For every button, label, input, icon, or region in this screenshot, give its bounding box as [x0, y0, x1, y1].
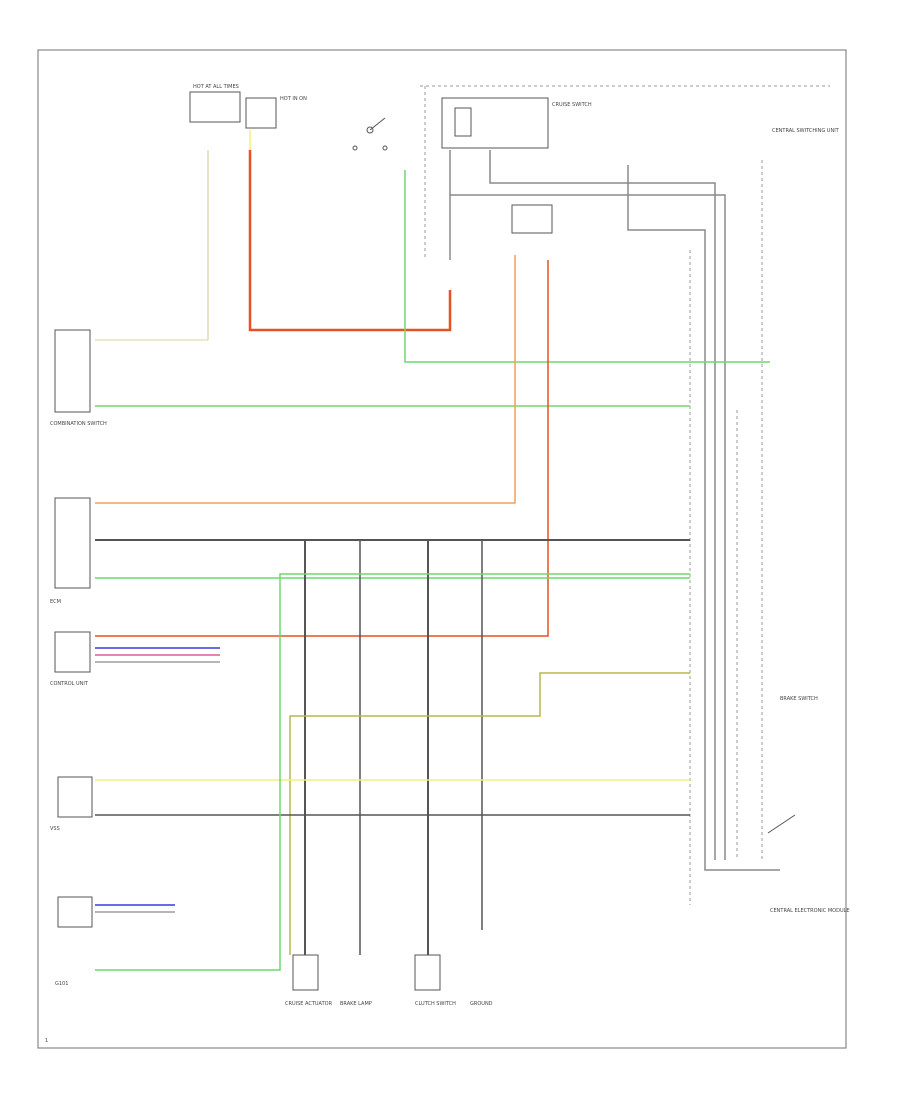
bottom-label-4: GROUND: [470, 1001, 493, 1007]
cruise-switch-internal: [454, 107, 472, 137]
vss-block: [57, 776, 93, 818]
ignition-switch-contact: [366, 126, 374, 134]
gray-wire-3: [489, 150, 716, 860]
ignition-switch-arm: [369, 117, 386, 131]
ignition-switch-contact-3: [382, 145, 388, 151]
brake-switch-label: BRAKE SWITCH: [780, 696, 818, 702]
ecm-block: [54, 497, 91, 589]
sensor-block: [57, 896, 93, 928]
control-unit-label: CONTROL UNIT: [50, 681, 89, 687]
bottom-label-2: BRAKE LAMP: [340, 1001, 372, 1007]
cruise-actuator: [292, 954, 319, 991]
red-wire-2: [95, 260, 549, 637]
ground-left-label: G101: [55, 981, 68, 987]
bottom-label-3: CLUTCH SWITCH: [415, 1001, 456, 1007]
bottom-label-1: CRUISE ACTUATOR: [285, 1001, 333, 1007]
combination-switch: [54, 329, 91, 413]
gray-wire-4: [627, 165, 780, 871]
clutch-switch: [414, 954, 441, 991]
green-wire-ign: [404, 170, 770, 363]
footer-label: 1: [45, 1038, 48, 1044]
brake-switch-arm: [767, 814, 796, 834]
cruise-switch-label: CRUISE SWITCH: [552, 102, 592, 108]
orange-wire: [95, 255, 516, 504]
ignition-switch-contact-2: [352, 145, 358, 151]
control-unit-block: [54, 631, 91, 673]
fuse-block-2: [245, 97, 277, 129]
combination-switch-label: COMBINATION SWITCH: [50, 421, 107, 427]
diagram-frame: [37, 49, 847, 1049]
right-top-label: CENTRAL SWITCHING UNIT: [772, 128, 840, 134]
vss-label: VSS: [50, 826, 60, 832]
ecm-label: ECM: [50, 599, 61, 605]
olive-wire: [289, 672, 690, 955]
top-switch-label: HOT IN ON: [280, 96, 307, 102]
green-wire-bottom: [95, 573, 690, 971]
fuse-pair: [511, 204, 553, 234]
gray-wire-2: [450, 194, 726, 860]
red-wire: [248, 150, 452, 332]
fuse-block-label: HOT AT ALL TIMES: [193, 84, 239, 90]
central-unit-label: CENTRAL ELECTRONIC MODULE: [770, 908, 850, 914]
fuse-block: [189, 91, 241, 123]
